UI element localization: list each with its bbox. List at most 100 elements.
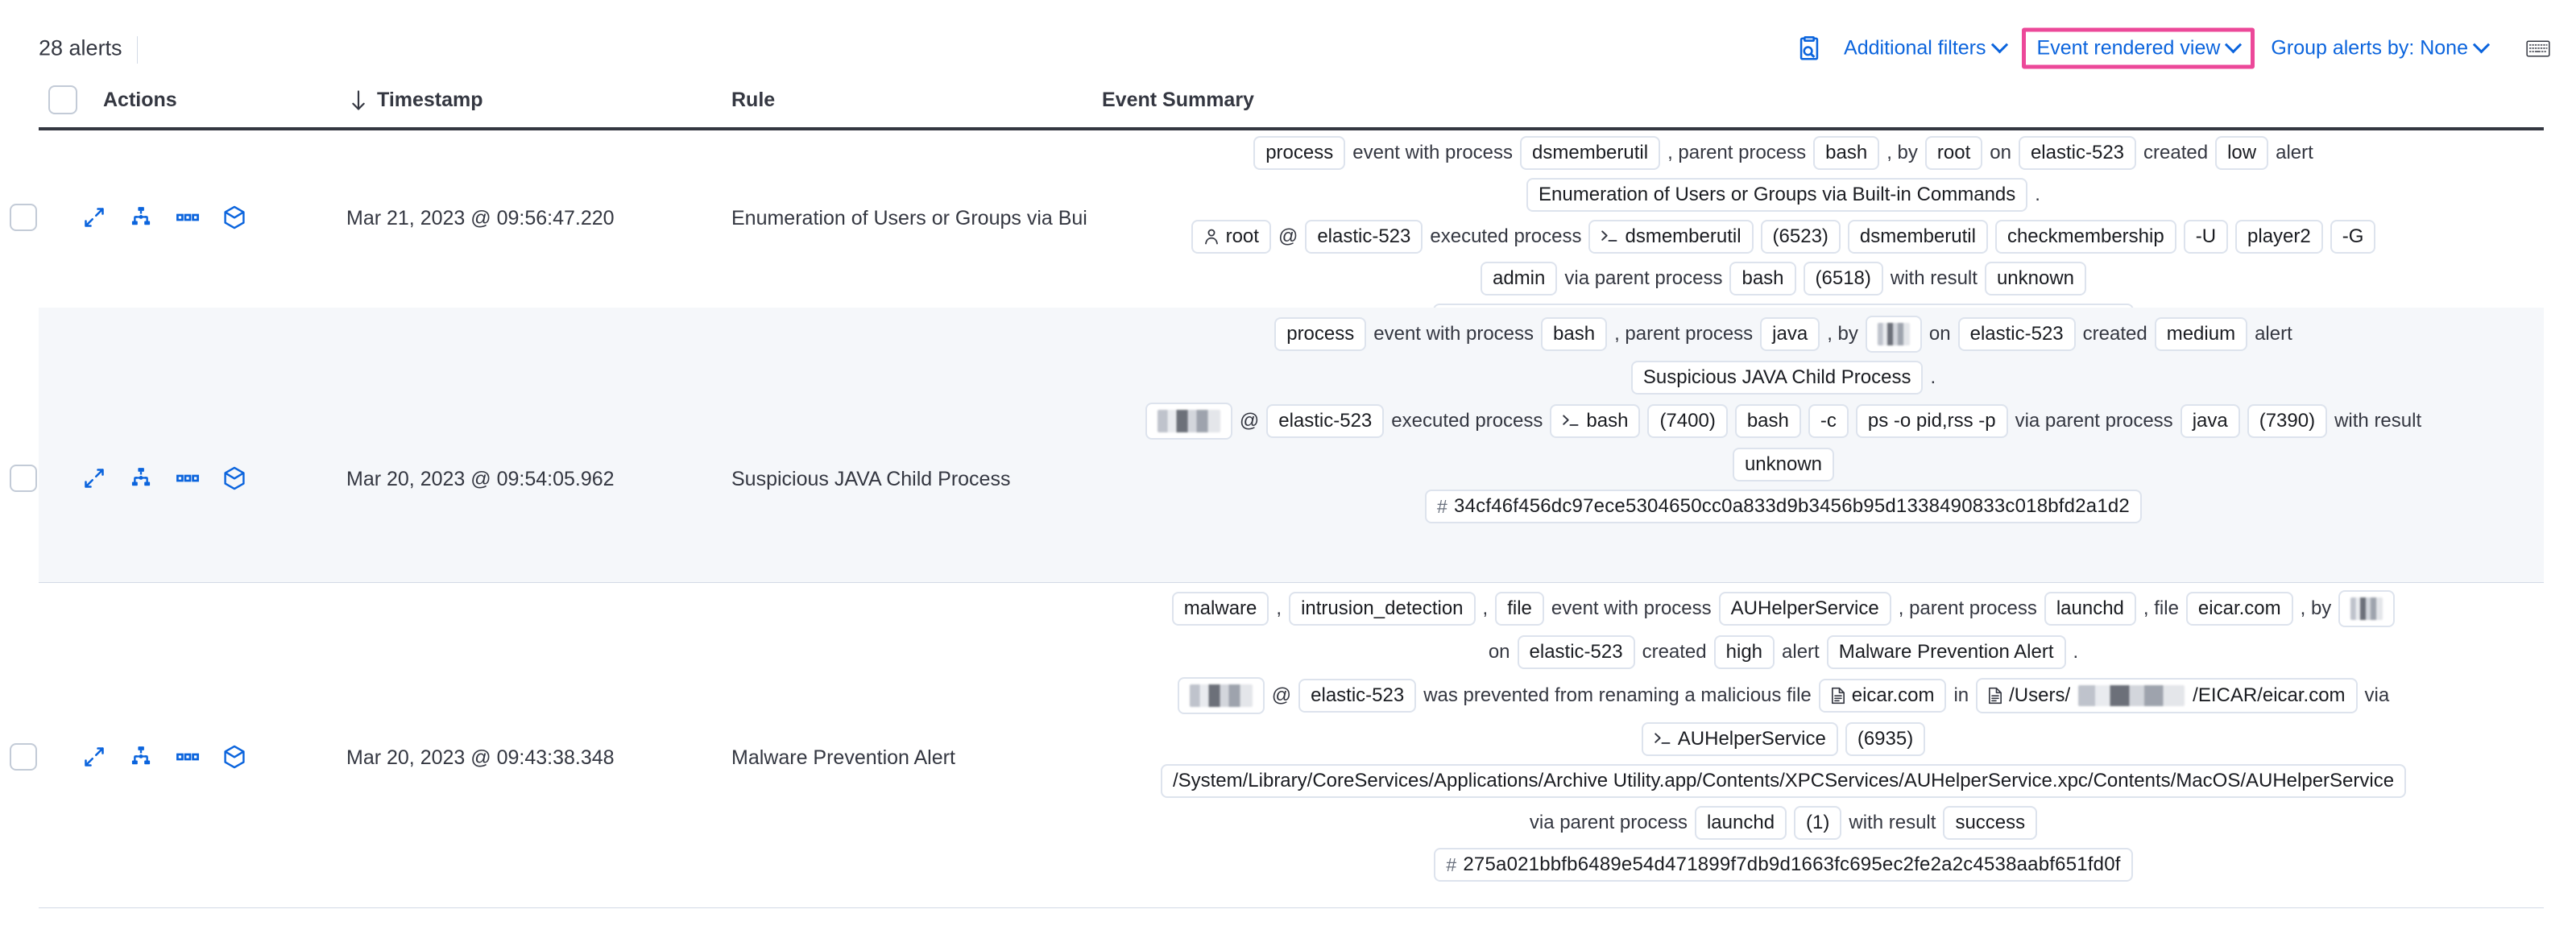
field-value-chip[interactable]: Suspicious JAVA Child Process xyxy=(1630,361,1924,395)
session-view-icon[interactable] xyxy=(221,465,248,492)
field-value-chip[interactable]: eicar.com xyxy=(2185,592,2293,626)
field-value-chip[interactable] xyxy=(1145,403,1232,440)
field-value-chip[interactable]: root xyxy=(1924,136,1983,170)
expand-icon[interactable] xyxy=(81,465,108,492)
column-header-event-summary[interactable]: Event Summary xyxy=(1102,89,1254,111)
chip-label: checkmembership xyxy=(2007,225,2164,247)
field-value-chip[interactable]: dsmemberutil xyxy=(1847,220,1988,254)
field-value-chip[interactable]: medium xyxy=(2154,317,2248,351)
field-value-chip[interactable]: intrusion_detection xyxy=(1289,592,1476,626)
field-value-chip[interactable]: java xyxy=(1760,317,1820,351)
field-value-chip[interactable]: file xyxy=(1495,592,1544,626)
column-header-actions[interactable]: Actions xyxy=(103,89,177,111)
field-value-chip[interactable]: bash xyxy=(1734,404,1801,438)
session-view-icon[interactable] xyxy=(221,204,248,231)
additional-filters-button[interactable]: Additional filters xyxy=(1831,34,2018,64)
field-value-chip[interactable]: low xyxy=(2215,136,2269,170)
field-value-chip[interactable]: ps -o pid,rss -p xyxy=(1855,404,2008,438)
field-value-chip[interactable]: process xyxy=(1274,317,1367,351)
event-rendered-view-button[interactable]: Event rendered view xyxy=(2037,36,2243,59)
field-value-chip[interactable]: java xyxy=(2180,404,2240,438)
field-value-chip[interactable]: launchd xyxy=(1694,806,1787,840)
field-value-chip[interactable]: checkmembership xyxy=(1994,220,2176,254)
inspect-icon[interactable] xyxy=(1791,30,1831,67)
field-value-chip[interactable]: elastic-523 xyxy=(1266,404,1385,438)
table-row[interactable] xyxy=(39,308,2544,582)
field-value-chip[interactable]: elastic-523 xyxy=(1517,635,1635,669)
field-value-chip[interactable]: bash xyxy=(1541,317,1608,351)
field-value-chip[interactable]: eicar.com xyxy=(1818,679,1947,713)
field-value-chip[interactable]: Enumeration of Users or Groups via Built… xyxy=(1526,178,2028,212)
event-rendered-view-highlight: Event rendered view xyxy=(2021,27,2255,69)
field-value-chip[interactable] xyxy=(1177,677,1265,714)
keyboard-icon[interactable] xyxy=(2521,34,2558,63)
field-value-chip[interactable]: unknown xyxy=(1984,262,2087,295)
field-value-chip[interactable]: process xyxy=(1253,136,1346,170)
row-select-checkbox[interactable] xyxy=(10,465,37,492)
session-view-icon[interactable] xyxy=(221,743,248,771)
hash-chip[interactable]: #34cf46f456dc97ece5304650cc0a833d9b3456b… xyxy=(1425,490,2142,523)
field-value-chip[interactable]: (6518) xyxy=(1803,262,1883,295)
field-value-chip[interactable]: (6523) xyxy=(1760,220,1841,254)
summary-text: via parent process xyxy=(2015,410,2173,432)
field-value-chip[interactable]: malware xyxy=(1171,592,1269,626)
more-actions-icon[interactable] xyxy=(174,204,201,231)
field-value-chip[interactable]: high xyxy=(1713,635,1775,669)
field-value-chip[interactable]: elastic-523 xyxy=(2018,136,2137,170)
field-value-chip[interactable]: bash xyxy=(1729,262,1796,295)
row-select-checkbox[interactable] xyxy=(10,204,37,231)
chip-label: Suspicious JAVA Child Process xyxy=(1642,366,1911,388)
column-header-rule[interactable]: Rule xyxy=(731,89,776,111)
hash-chip[interactable]: #275a021bbfb6489e54d471899f7db9d1663fc69… xyxy=(1434,848,2133,882)
analyzer-icon[interactable] xyxy=(127,204,155,231)
more-actions-icon[interactable] xyxy=(174,465,201,492)
field-value-chip[interactable]: success xyxy=(1943,806,2038,840)
chip-label: Malware Prevention Alert xyxy=(1838,641,2054,663)
field-value-chip[interactable]: unknown xyxy=(1732,448,1835,481)
chip-label: low xyxy=(2227,142,2257,163)
field-value-chip[interactable]: -U xyxy=(2183,220,2229,254)
field-value-chip[interactable]: AUHelperService xyxy=(1641,722,1838,756)
group-alerts-by-button[interactable]: Group alerts by: None xyxy=(2258,34,2500,64)
field-value-chip[interactable]: bash xyxy=(1550,404,1641,438)
field-value-chip[interactable]: (7390) xyxy=(2247,404,2328,438)
expand-icon[interactable] xyxy=(81,743,108,771)
cell-rule-name: Malware Prevention Alert xyxy=(731,746,955,769)
field-value-chip[interactable]: admin xyxy=(1480,262,1558,295)
field-value-chip[interactable]: elastic-523 xyxy=(1305,220,1423,254)
field-value-chip[interactable]: bash xyxy=(1813,136,1880,170)
field-value-chip[interactable] xyxy=(2338,590,2396,627)
field-value-chip[interactable]: elastic-523 xyxy=(1298,679,1417,713)
row-select-checkbox[interactable] xyxy=(10,743,37,771)
analyzer-icon[interactable] xyxy=(127,743,155,771)
field-value-chip[interactable]: -c xyxy=(1808,404,1849,438)
field-value-chip[interactable]: root xyxy=(1191,220,1271,254)
field-value-chip[interactable]: (1) xyxy=(1794,806,1842,840)
column-header-timestamp[interactable]: Timestamp xyxy=(350,89,483,112)
field-value-chip[interactable]: dsmemberutil xyxy=(1588,220,1754,254)
select-all-checkbox[interactable] xyxy=(48,85,77,114)
alerts-count: 28 alerts xyxy=(39,35,122,60)
field-value-chip[interactable]: /System/Library/CoreServices/Application… xyxy=(1160,764,2407,798)
field-value-chip[interactable] xyxy=(1865,316,1922,353)
field-value-chip[interactable]: player2 xyxy=(2235,220,2323,254)
expand-icon[interactable] xyxy=(81,204,108,231)
field-value-chip[interactable]: (7400) xyxy=(1647,404,1728,438)
field-value-chip[interactable]: (6935) xyxy=(1845,722,1926,756)
chip-label: success xyxy=(1955,812,2026,833)
summary-text: created xyxy=(2082,323,2147,345)
chip-label: -G xyxy=(2342,225,2364,247)
field-value-chip[interactable]: dsmemberutil xyxy=(1520,136,1661,170)
field-value-chip[interactable]: Malware Prevention Alert xyxy=(1826,635,2066,669)
field-value-chip[interactable]: launchd xyxy=(2044,592,2136,626)
field-value-chip[interactable]: -G xyxy=(2330,220,2376,254)
field-value-chip[interactable]: /Users//EICAR/eicar.com xyxy=(1976,678,2358,713)
more-actions-icon[interactable] xyxy=(174,743,201,771)
field-value-chip[interactable]: AUHelperService xyxy=(1718,592,1891,626)
console-icon xyxy=(1654,731,1671,747)
field-value-chip[interactable]: elastic-523 xyxy=(1957,317,2076,351)
chip-label: launchd xyxy=(1706,812,1775,833)
analyzer-icon[interactable] xyxy=(127,465,155,492)
